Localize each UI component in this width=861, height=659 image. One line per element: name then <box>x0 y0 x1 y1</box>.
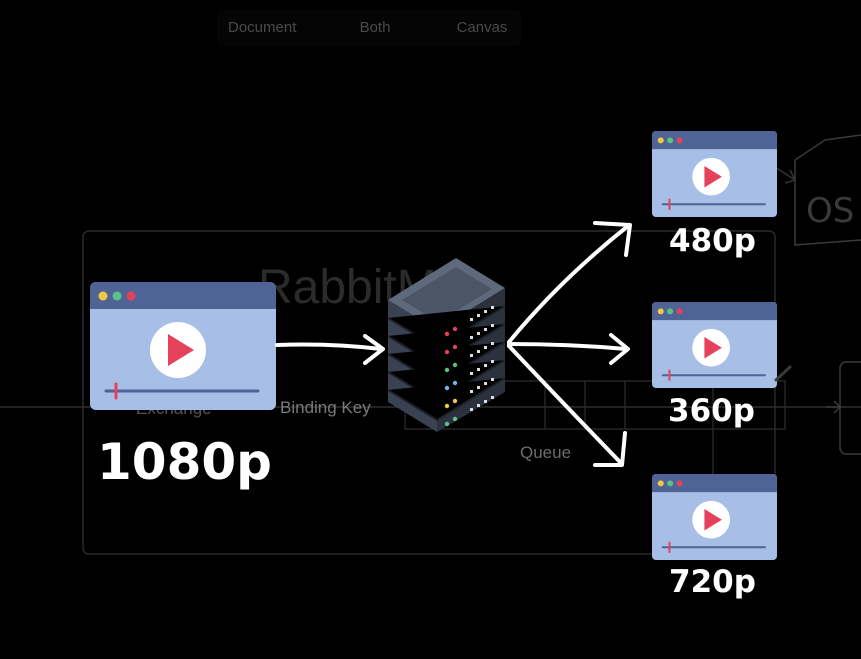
fan-out-arrows <box>507 221 632 467</box>
storage-sketch-label: OS <box>806 191 854 231</box>
queue-label: Queue <box>520 443 571 462</box>
output-720p-player-icon <box>650 472 779 562</box>
pencil-mark <box>774 365 792 382</box>
tab-document[interactable]: Document <box>228 19 297 36</box>
view-mode-tabs: Document Both Canvas <box>217 10 521 46</box>
source-resolution-label: 1080p <box>97 433 272 491</box>
output-resolution-label-480p: 480p <box>669 223 756 259</box>
tab-canvas[interactable]: Canvas <box>456 19 508 36</box>
server-rack-icon <box>387 258 506 432</box>
consumer-box <box>839 361 861 455</box>
rabbitmq-frame <box>82 230 776 555</box>
output-360p-player-icon <box>650 300 779 390</box>
storage-sketch <box>794 134 861 246</box>
output-resolution-label-360p: 360p <box>668 393 755 429</box>
tab-both[interactable]: Both <box>359 19 391 36</box>
output-480p-player-icon <box>650 129 779 219</box>
binding-key-label: Binding Key <box>280 398 371 417</box>
source-video-player-icon <box>88 280 278 412</box>
arrow-to-server <box>275 334 385 365</box>
output-resolution-label-720p: 720p <box>669 564 756 600</box>
